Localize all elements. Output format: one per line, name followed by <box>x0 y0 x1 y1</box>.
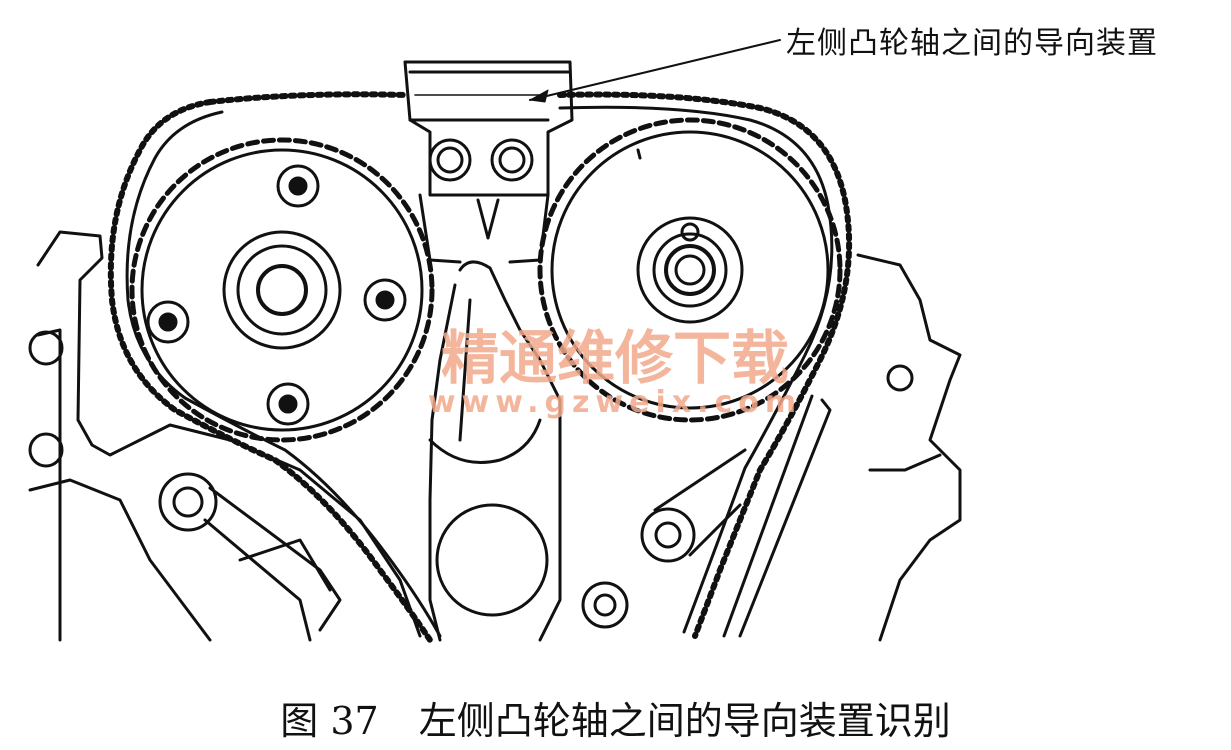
lower-right-guide-rail <box>581 394 832 638</box>
camshaft-guide-device <box>403 60 574 264</box>
housing-hole <box>886 364 914 392</box>
callout-leader-line <box>529 39 781 101</box>
engine-housing-outline <box>36 230 422 638</box>
left-camshaft-sprocket <box>129 137 435 443</box>
timing-chain-left-inner <box>125 110 442 638</box>
caption-title: 左侧凸轮轴之间的导向装置识别 <box>418 699 951 743</box>
watermark-line2: www.gzweix.com <box>428 385 802 420</box>
timing-chain-top <box>207 91 408 105</box>
housing-hole <box>28 432 64 468</box>
timing-chain-left <box>107 99 433 643</box>
housing-right-outline <box>856 253 962 642</box>
housing-hole <box>28 330 64 366</box>
caption-number: 图 37 <box>280 699 379 743</box>
lower-left-tensioner <box>158 472 342 642</box>
center-tensioner-arm <box>428 260 562 642</box>
watermark-line1: 精通维修下载 <box>441 324 789 392</box>
callout-arrowhead <box>529 89 549 103</box>
engine-timing-diagram: 精通维修下载 www.gzweix.com <box>28 39 962 643</box>
callout-label: 左侧凸轮轴之间的导向装置 <box>786 26 1158 61</box>
housing-lower-left <box>28 478 212 642</box>
timing-chain-top-right <box>557 91 853 639</box>
figure-caption: 图 37 左侧凸轮轴之间的导向装置识别 <box>0 690 1231 745</box>
right-camshaft-sprocket <box>537 117 843 423</box>
housing-right-inner <box>868 453 942 472</box>
